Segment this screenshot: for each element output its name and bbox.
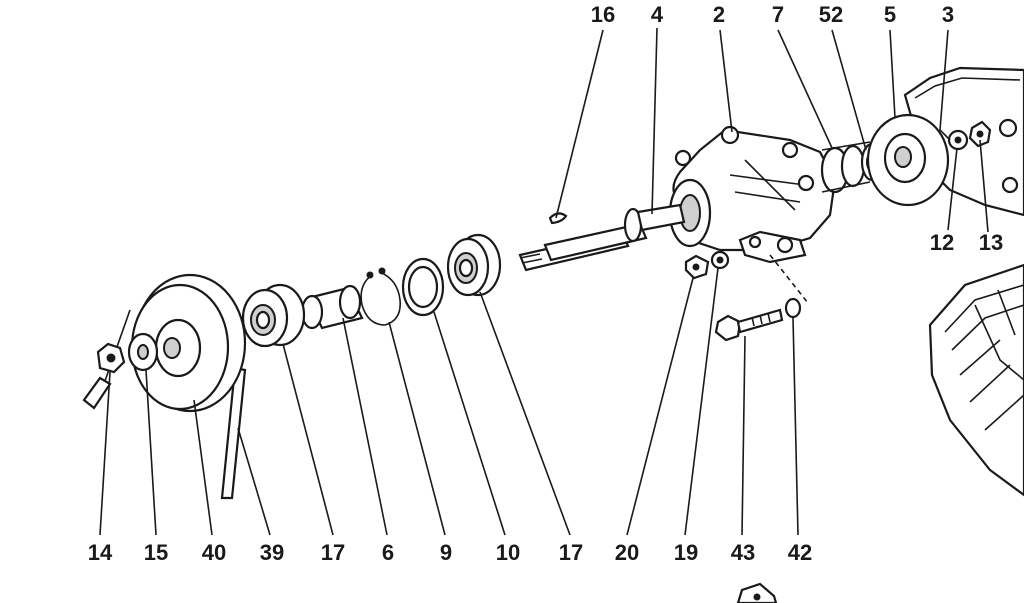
label-16: 16 — [591, 2, 615, 27]
pump-housing — [668, 125, 837, 264]
crankcase — [928, 263, 1024, 497]
bearing-right — [446, 233, 502, 297]
washer-12 — [947, 129, 969, 151]
label-42: 42 — [788, 540, 812, 565]
label-52: 52 — [819, 2, 843, 27]
label-12: 12 — [930, 230, 954, 255]
woodruff-key — [548, 212, 568, 225]
label-19: 19 — [674, 540, 698, 565]
callouts-bottom: 14 15 40 39 17 6 9 10 17 20 19 43 42 — [88, 540, 812, 565]
label-4: 4 — [651, 2, 664, 27]
washer-15 — [127, 332, 159, 372]
circlip-9 — [360, 267, 402, 326]
spacer-tube — [300, 284, 364, 330]
label-7: 7 — [772, 2, 784, 27]
assembly-dashed-line — [769, 254, 809, 304]
pump-shaft — [518, 203, 686, 272]
leader-lines — [99, 27, 989, 536]
ring-10 — [401, 257, 445, 317]
label-5: 5 — [884, 2, 896, 27]
label-40: 40 — [202, 540, 226, 565]
label-13: 13 — [979, 230, 1003, 255]
nut-13 — [968, 120, 992, 148]
callouts-right: 12 13 — [930, 230, 1003, 255]
nut-20 — [684, 254, 710, 280]
label-15: 15 — [144, 540, 168, 565]
label-3: 3 — [942, 2, 954, 27]
pulley — [99, 273, 247, 500]
bracket-fragment — [736, 582, 778, 603]
label-10: 10 — [496, 540, 520, 565]
label-39: 39 — [260, 540, 284, 565]
label-6: 6 — [382, 540, 394, 565]
bolt-43 — [714, 308, 784, 342]
label-20: 20 — [615, 540, 639, 565]
label-43: 43 — [731, 540, 755, 565]
impeller-plate — [866, 113, 950, 207]
label-14: 14 — [88, 540, 113, 565]
label-2: 2 — [713, 2, 725, 27]
label-9: 9 — [440, 540, 452, 565]
bearing-left — [241, 283, 306, 348]
callouts-top: 16 4 2 7 52 5 3 — [591, 2, 954, 27]
washer-19 — [710, 250, 730, 270]
washer-42 — [784, 297, 802, 319]
label-17-left: 17 — [321, 540, 345, 565]
nut-14 — [82, 342, 126, 410]
label-17-right: 17 — [559, 540, 583, 565]
